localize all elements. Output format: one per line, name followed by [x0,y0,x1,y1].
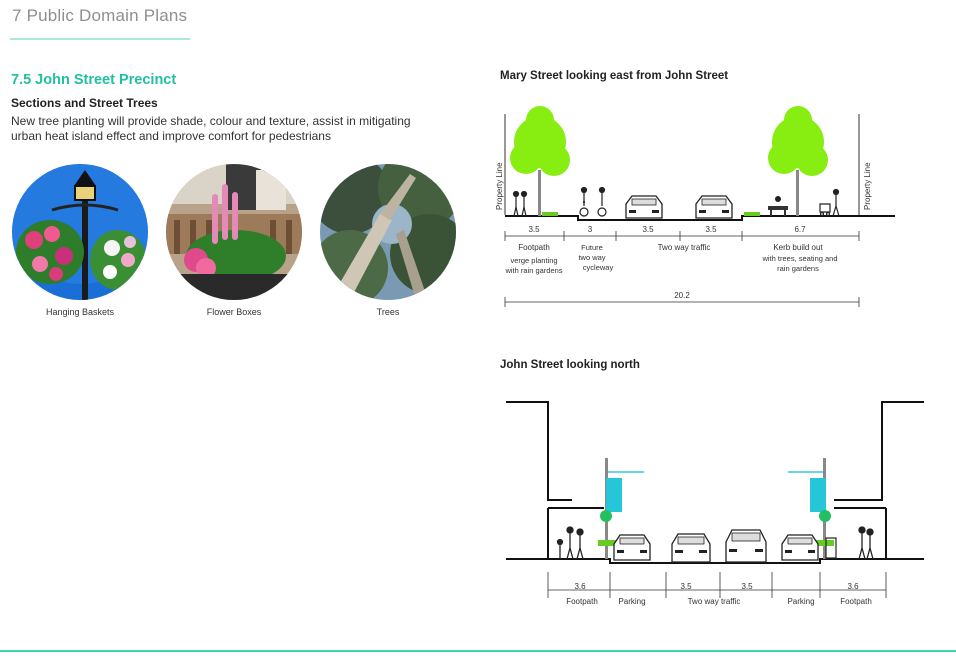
dimension-label: 3.5 [705,225,717,234]
zone-label: Parking [787,597,814,606]
zone-label: cycleway [583,263,614,272]
pedestrian-icon [556,526,584,560]
zone-label: Two way traffic [658,243,711,252]
photo-caption: Trees [376,307,400,317]
rain-garden-icon [744,212,760,216]
bench-icon [768,196,788,216]
dimension-label: 6.7 [794,225,806,234]
photo-caption: Hanging Baskets [45,307,115,317]
zone-label: Footpath [566,597,598,606]
section-heading: 7.5 John Street Precinct [11,72,177,88]
section-a-title: Mary Street looking east from John Stree… [500,70,729,82]
zone-label: Footpath [840,597,872,606]
zone-label: with trees, seating and [761,254,837,263]
mary-street-section: Property Line Property Line [495,106,895,307]
zone-label: two way [578,253,605,262]
pedestrian-icon [512,190,528,217]
dimension-label: 3.5 [680,582,692,591]
zone-label: verge planting [510,256,557,265]
chapter-underline [10,38,190,40]
dimension-label: 3.5 [642,225,654,234]
tree-icon [768,106,828,216]
property-line-left-label: Property Line [495,162,504,210]
property-line-right-label: Property Line [863,162,872,210]
building-left [506,401,572,501]
zone-label: rain gardens [777,264,819,273]
total-width-label: 20.2 [674,291,690,300]
chapter-title: 7 Public Domain Plans [12,6,188,25]
trees-photo [320,164,456,300]
section-b-title: John Street looking north [500,359,640,371]
zone-label: with rain gardens [504,266,562,275]
pedestrian-with-pram-icon [819,188,840,217]
car-icon [625,195,663,219]
zone-label: Future [581,243,603,252]
rain-garden-icon [542,212,558,216]
car-icon [671,533,711,563]
footer-rule [0,650,956,652]
car-icon [695,195,733,219]
zone-label: Two way traffic [688,597,741,606]
tree-icon [510,106,570,216]
cyclist-icon [579,186,607,217]
bin-icon [825,537,837,559]
zone-label: Kerb build out [773,243,823,252]
car-icon [613,534,651,561]
building-right [834,401,924,501]
zone-label: Footpath [518,243,550,252]
dimension-label: 3.6 [847,582,859,591]
dimension-label: 3 [588,225,593,234]
car-icon [781,534,819,561]
flower-boxes-photo [166,164,302,300]
street-light-icon [788,458,834,559]
photo-caption: Flower Boxes [206,307,262,317]
street-light-icon [598,458,644,559]
hanging-baskets-photo [12,164,148,300]
dimension-label: 3.5 [528,225,540,234]
john-street-section: 3.6 3.5 3.5 3.6 Footpath Parking Two way… [506,401,924,606]
car-icon [725,529,767,563]
dimension-label: 3.5 [741,582,753,591]
pedestrian-icon [858,526,874,560]
body-text: New tree planting will provide shade, co… [11,114,411,143]
sub-heading: Sections and Street Trees [11,96,158,110]
zone-label: Parking [618,597,645,606]
dimension-label: 3.6 [574,582,586,591]
